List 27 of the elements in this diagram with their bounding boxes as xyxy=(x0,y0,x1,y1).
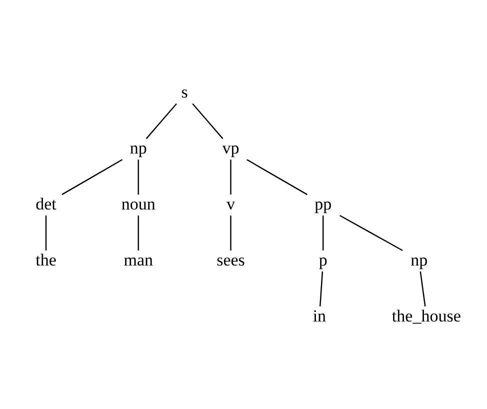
connector xyxy=(319,270,324,306)
connector xyxy=(138,159,139,194)
connector xyxy=(146,102,177,139)
node-text: the xyxy=(36,250,56,269)
node-text: s xyxy=(181,82,188,102)
connector xyxy=(62,158,123,195)
node-text: noun xyxy=(121,194,156,213)
node-text: p xyxy=(318,250,328,269)
connector xyxy=(420,270,426,306)
node-text: sees xyxy=(216,250,245,269)
connector xyxy=(230,215,232,250)
connector xyxy=(322,215,324,250)
connector xyxy=(230,159,232,194)
connector xyxy=(192,102,224,139)
node-text: pp xyxy=(314,194,332,213)
node-text: np xyxy=(410,250,428,269)
connector xyxy=(340,214,403,250)
node-text: det xyxy=(36,194,56,213)
connector xyxy=(45,215,47,250)
node-text: the_house xyxy=(392,306,461,325)
node-text: in xyxy=(312,306,326,325)
connector xyxy=(246,158,308,195)
node-text: v xyxy=(226,194,235,213)
node-text: np xyxy=(130,138,147,158)
node-text: vp xyxy=(222,138,240,158)
connector xyxy=(138,215,139,250)
node-text: man xyxy=(124,250,154,269)
